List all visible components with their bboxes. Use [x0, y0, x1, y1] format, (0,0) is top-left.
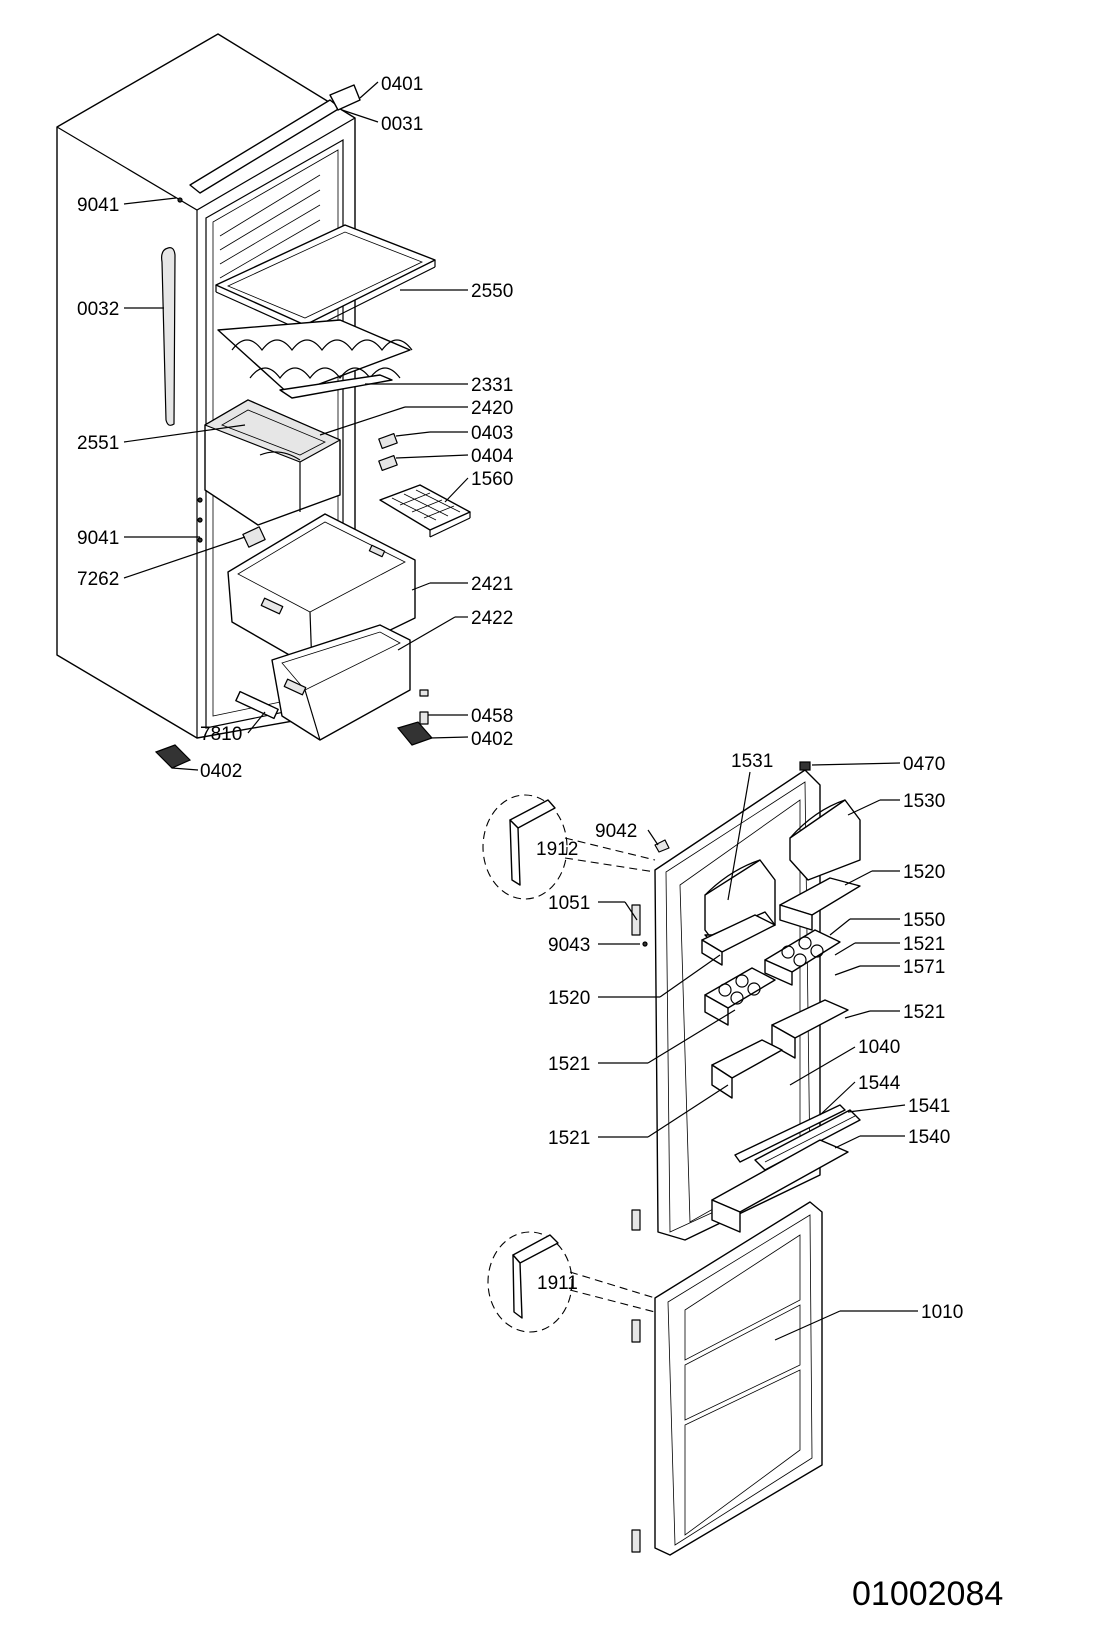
- part-label: 1531: [731, 751, 773, 772]
- part-label: 9042: [595, 821, 637, 842]
- part-label: 1530: [903, 791, 945, 812]
- part-label: 0032: [77, 299, 119, 320]
- part-label: 1051: [548, 893, 590, 914]
- foot-0402-right: [396, 721, 434, 746]
- part-label: 1541: [908, 1096, 950, 1117]
- door-gasket-detail-1912: [482, 794, 656, 900]
- leader-lines: [123, 81, 918, 1341]
- part-number-labels: 0401 0031 9041 0032 2550 2331 2420 2551 …: [77, 74, 1003, 1613]
- door-shelf-1520-lower: [701, 914, 776, 966]
- part-label: 1571: [903, 957, 945, 978]
- part-label: 1520: [903, 862, 945, 883]
- part-label: 9041: [77, 528, 119, 549]
- part-label: 1521: [548, 1128, 590, 1149]
- ice-tray-1560: [379, 484, 471, 538]
- part-label: 0401: [381, 74, 423, 95]
- part-label: 0402: [471, 729, 513, 750]
- part-label: 1540: [908, 1127, 950, 1148]
- part-label: 0031: [381, 114, 423, 135]
- door-bin-1521-left: [711, 1039, 783, 1099]
- part-label: 7262: [77, 569, 119, 590]
- part-label: 9041: [77, 195, 119, 216]
- bottle-shelf-1540: [711, 1139, 849, 1233]
- part-label: 1040: [858, 1037, 900, 1058]
- bottle-guard-1544: [734, 1104, 846, 1163]
- door-shelf-1520-upper: [779, 877, 861, 931]
- bottle-guard-1541: [754, 1109, 861, 1171]
- egg-tray-1550: [764, 929, 841, 986]
- part-label: 7810: [200, 724, 242, 745]
- part-label: 1544: [858, 1073, 901, 1094]
- part-label: 1550: [903, 910, 945, 931]
- freezer-drawer-2422: [271, 624, 411, 741]
- part-label: 0402: [200, 761, 242, 782]
- part-label: 1521: [903, 934, 945, 955]
- drain-tube-7810: [235, 690, 279, 720]
- dairy-compartment-1530: [789, 799, 861, 881]
- document-number: 01002084: [852, 1575, 1003, 1613]
- bolt-0458: [419, 689, 429, 725]
- part-label: 2421: [471, 574, 513, 595]
- part-label: 1010: [921, 1302, 963, 1323]
- part-label: 0403: [471, 423, 513, 444]
- foot-0402-left: [154, 744, 192, 769]
- part-label: 2422: [471, 608, 513, 629]
- part-label: 9043: [548, 935, 590, 956]
- part-label: 0470: [903, 754, 945, 775]
- glass-shelf-2550: [215, 224, 436, 333]
- part-label: 2331: [471, 375, 513, 396]
- part-label: 1560: [471, 469, 513, 490]
- door-bin-1521-right: [771, 999, 849, 1059]
- part-label: 2420: [471, 398, 513, 419]
- part-label: 1521: [548, 1054, 590, 1075]
- wine-rack-2331: [217, 319, 413, 399]
- door-gasket-detail-1911: [487, 1231, 656, 1333]
- label-plate-7262: [242, 526, 266, 548]
- freezer-door-1010: [631, 1201, 823, 1556]
- clip-parts-0403-0404: [378, 432, 398, 472]
- part-label: 1912: [536, 839, 578, 860]
- part-label: 2550: [471, 281, 513, 302]
- part-label: 0404: [471, 446, 514, 467]
- part-label: 2551: [77, 433, 119, 454]
- part-label: 1911: [537, 1273, 578, 1294]
- part-label: 1521: [903, 1002, 945, 1023]
- part-label: 1520: [548, 988, 590, 1009]
- part-label: 0458: [471, 706, 513, 727]
- crisper-bin-2551: [204, 399, 341, 526]
